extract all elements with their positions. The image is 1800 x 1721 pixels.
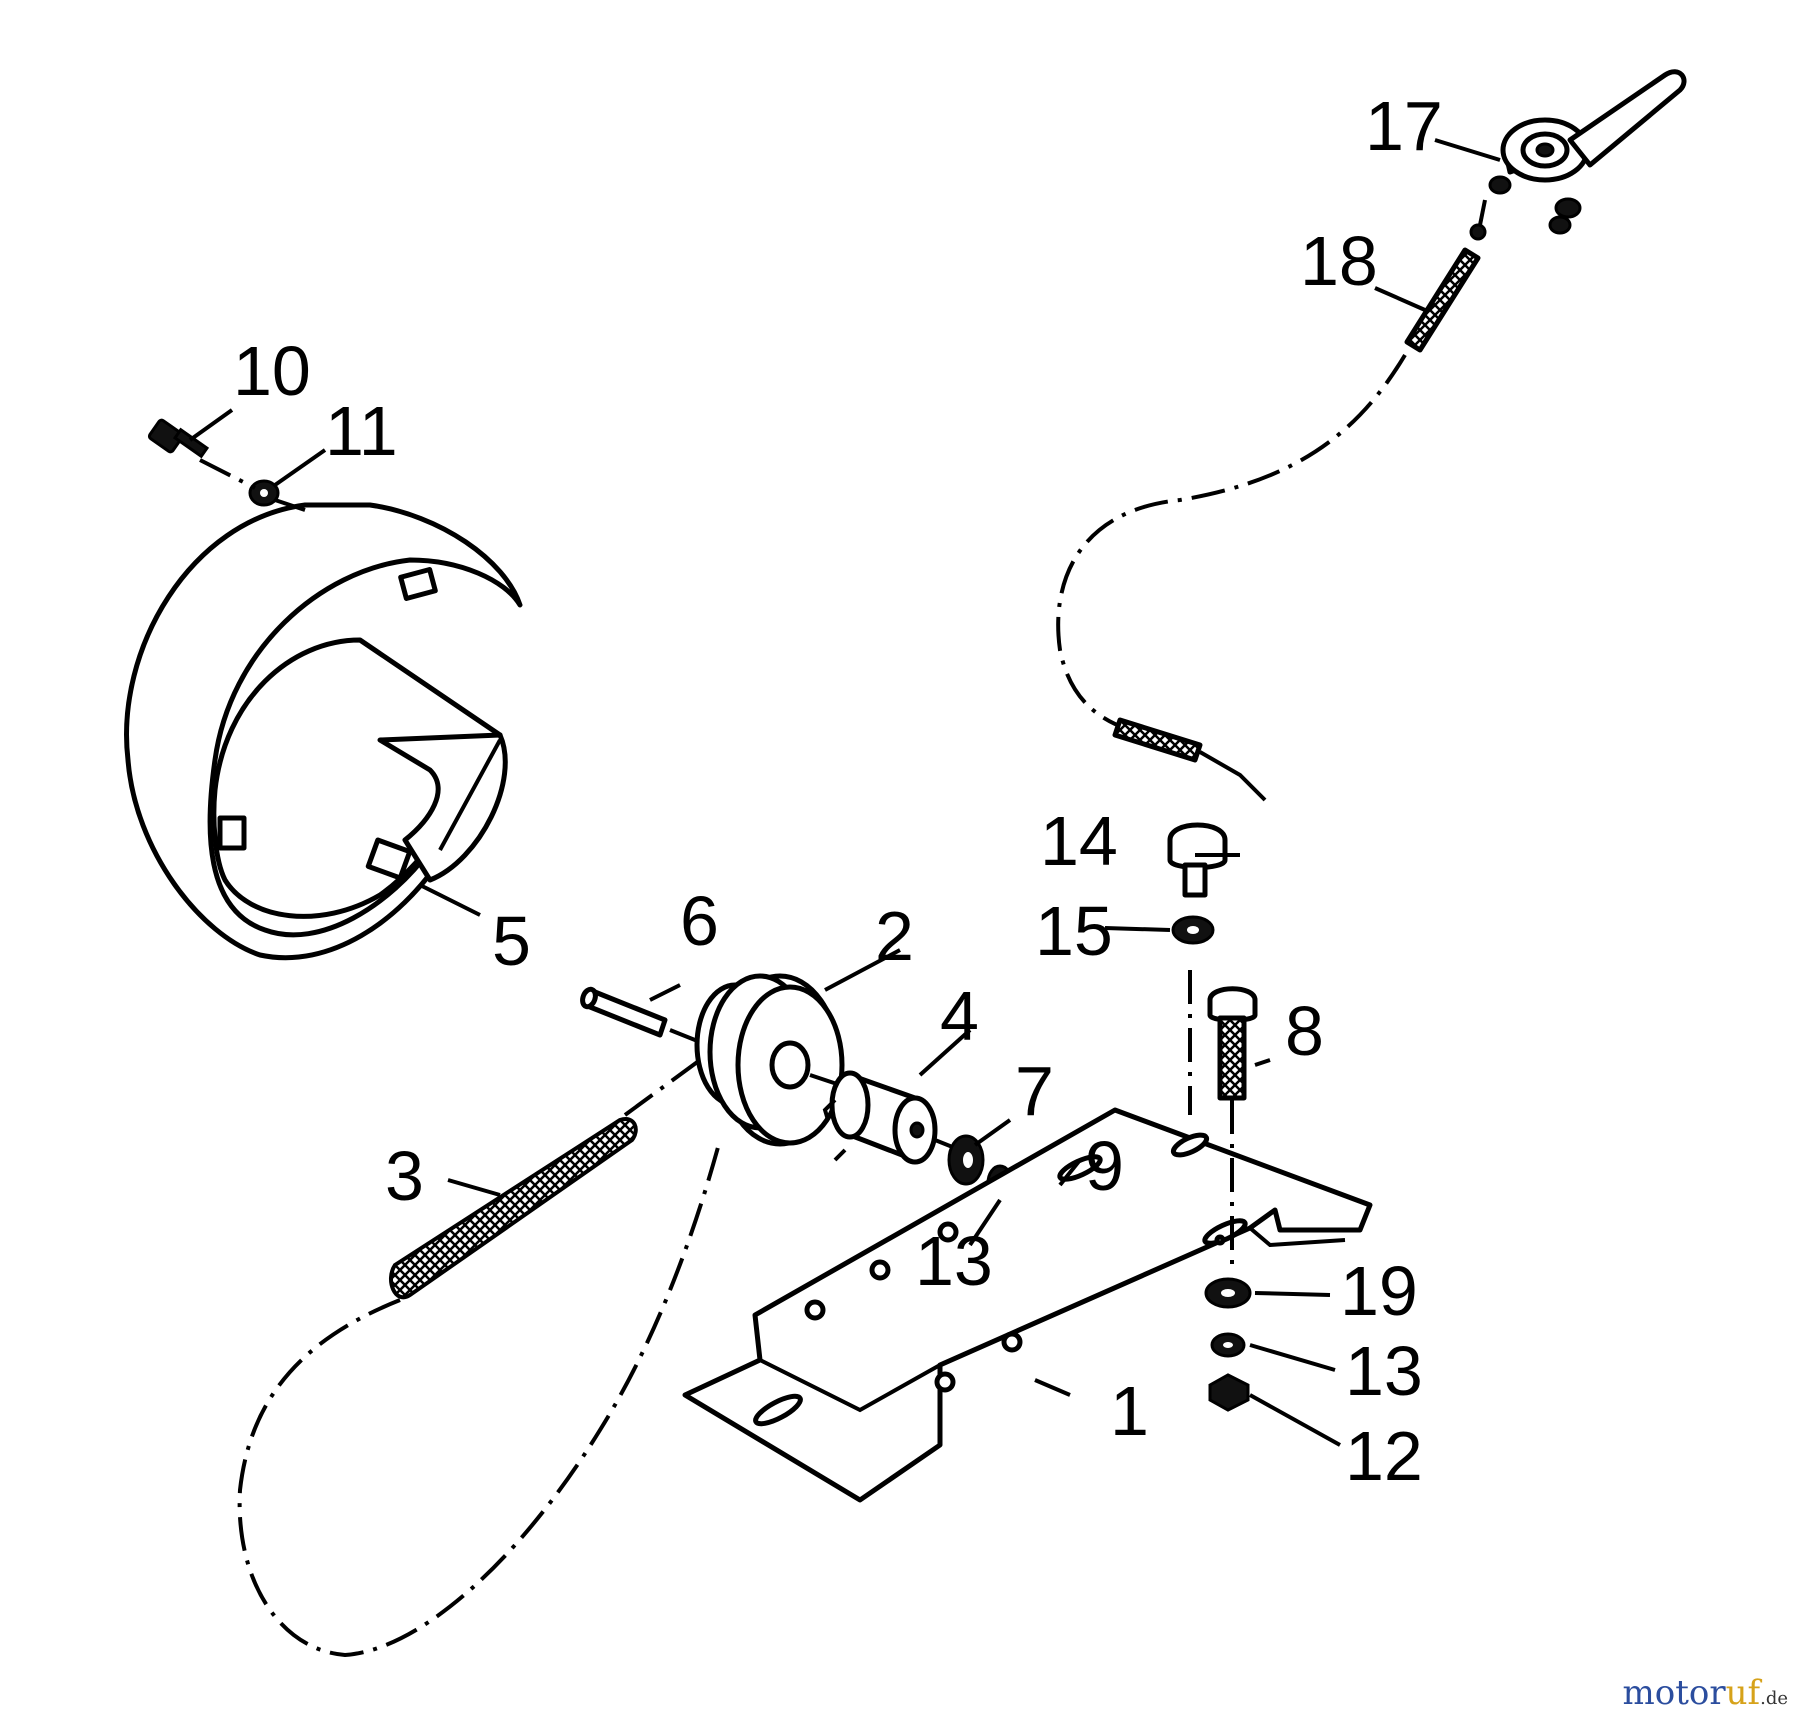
vbelt-part-3 (237, 1058, 722, 1658)
watermark-brand-a: motor (1622, 1673, 1726, 1713)
callout-15: 15 (1035, 892, 1113, 970)
callout-14: 14 (1040, 802, 1118, 880)
lockwasher-part-13-right (1210, 1332, 1246, 1358)
control-lever-part-17 (1488, 69, 1687, 235)
callout-19: 19 (1340, 1252, 1418, 1330)
callout-1: 1 (1110, 1372, 1149, 1450)
watermark-logo: motoruf.de (1623, 1673, 1789, 1713)
leader-lines (188, 138, 1501, 1447)
callout-4: 4 (940, 977, 979, 1055)
callout-5: 5 (492, 902, 531, 980)
screw-part-10 (147, 418, 210, 459)
callout-11: 11 (325, 392, 398, 470)
nut-part-12 (1208, 1373, 1250, 1412)
callout-13-right: 13 (1345, 1332, 1423, 1410)
callout-labels: 10 11 6 2 5 4 7 9 3 13 1 8 14 15 19 13 1… (233, 87, 1443, 1495)
mounting-plate-part-1 (682, 1107, 1373, 1503)
callout-17: 17 (1365, 87, 1443, 165)
washer-part-15 (1171, 915, 1215, 945)
pulley-part-2 (694, 973, 845, 1147)
callout-8: 8 (1285, 992, 1324, 1070)
callout-9: 9 (1085, 1127, 1124, 1205)
callout-10: 10 (233, 332, 311, 410)
callout-3: 3 (385, 1137, 424, 1215)
washer-part-11 (248, 479, 280, 507)
bolt-part-8 (1207, 986, 1258, 1101)
callout-12: 12 (1345, 1417, 1423, 1495)
control-cable-part-18 (1056, 199, 1487, 802)
bolt-part-14 (1167, 822, 1228, 898)
watermark-brand-b: uf (1725, 1673, 1761, 1713)
hub-part-4 (822, 1070, 938, 1165)
washer-part-19 (1204, 1277, 1252, 1309)
callout-2: 2 (875, 897, 914, 975)
pin-part-6 (580, 986, 668, 1038)
callout-7: 7 (1015, 1052, 1054, 1130)
callout-18: 18 (1300, 222, 1378, 300)
washer-part-7 (947, 1134, 985, 1186)
callout-13-left: 13 (915, 1222, 993, 1300)
callout-6: 6 (680, 882, 719, 960)
belt-guard-cover (124, 502, 523, 961)
watermark-suffix: .de (1760, 1688, 1788, 1709)
